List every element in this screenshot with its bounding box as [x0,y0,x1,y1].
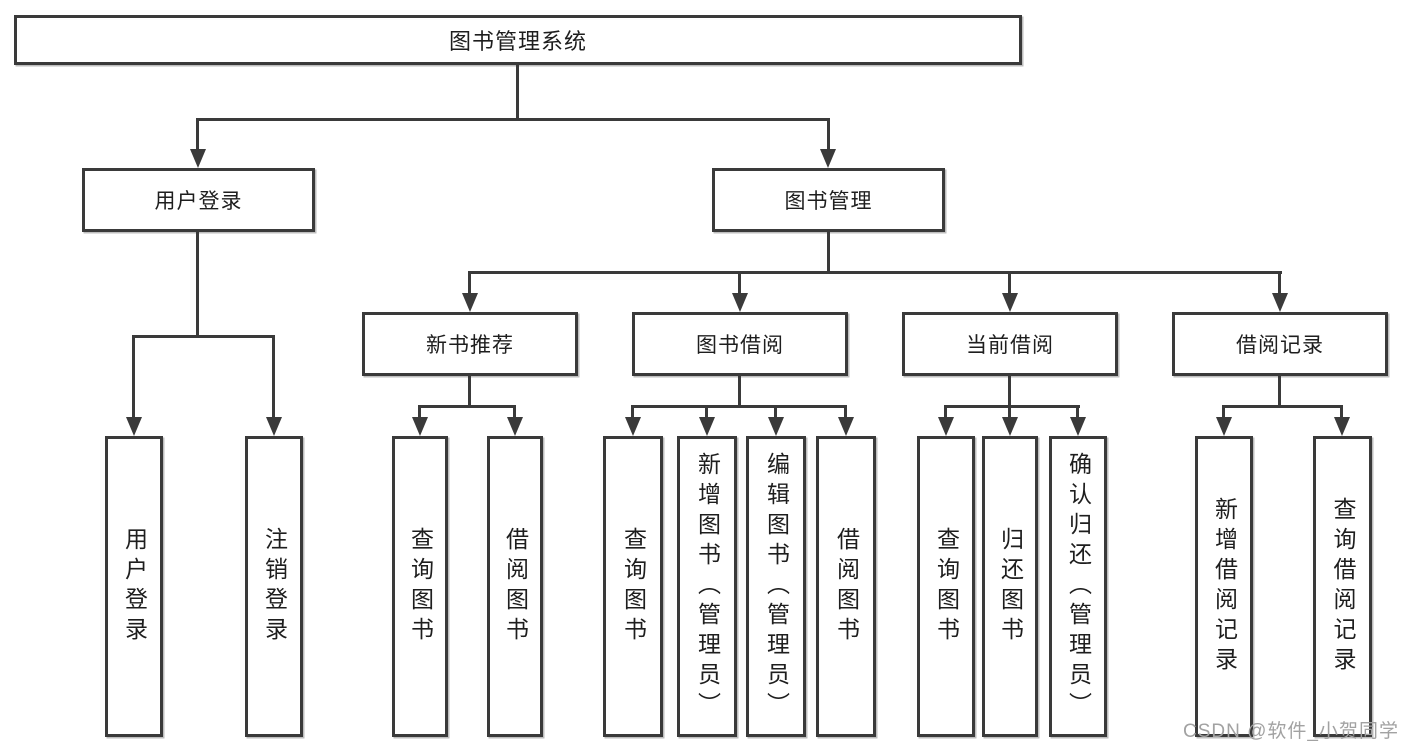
leaf-borrow-books: 借阅图书 [816,436,876,737]
connector-drop [738,271,741,296]
arrowhead [1334,417,1350,436]
arrowhead [1070,417,1086,436]
arrowhead [266,417,282,436]
arrowhead [768,417,784,436]
arrowhead [732,293,748,312]
connector-rail [418,405,516,408]
arrowhead [1002,417,1018,436]
leaf-logout: 注销登录 [245,436,303,737]
connector-drop [272,335,275,420]
arrowhead [507,417,523,436]
arrowhead [625,417,641,436]
connector-book-management-stem [827,232,830,271]
connector-drop [1008,405,1011,420]
connector-drop-user-login [196,118,199,151]
node-library-management-system: 图书管理系统 [14,15,1022,65]
arrowhead [938,417,954,436]
connector-rail [631,405,847,408]
connector-stem [468,376,471,405]
leaf-borrow-books: 借阅图书 [487,436,543,737]
connector-drop [1008,271,1011,296]
arrowhead [1272,293,1288,312]
connector-drop [774,405,777,420]
arrowhead [1216,417,1232,436]
connector-drop [468,271,471,296]
connector-drop [1222,405,1225,420]
connector-drop [418,405,421,420]
arrowhead [462,293,478,312]
leaf-add-borrow-record: 新增借阅记录 [1195,436,1253,737]
leaf-add-books-admin: 新增图书（管理员） [677,436,737,737]
connector-root-stem [516,65,519,118]
arrowhead [190,149,206,168]
connector-drop [944,405,947,420]
arrowhead [412,417,428,436]
connector-drop [1340,405,1343,420]
connector-user-login-stem [196,232,199,335]
arrowhead [126,417,142,436]
arrowhead [820,149,836,168]
connector-drop-book-management [827,118,830,151]
connector-rail [1222,405,1343,408]
connector-rail [944,405,1080,408]
node-borrowing-records: 借阅记录 [1172,312,1388,376]
node-current-borrowing: 当前借阅 [902,312,1118,376]
leaf-query-books: 查询图书 [917,436,975,737]
arrowhead [838,417,854,436]
connector-level1-rail [196,118,830,121]
node-user-login: 用户登录 [82,168,315,232]
connector-user-login-rail [132,335,275,338]
csdn-watermark: CSDN @软件_小贺同学 [1183,721,1399,742]
connector-stem [738,376,741,405]
leaf-return-books: 归还图书 [982,436,1038,737]
leaf-query-books: 查询图书 [603,436,663,737]
node-book-management: 图书管理 [712,168,945,232]
node-book-borrowing: 图书借阅 [632,312,848,376]
connector-stem [1278,376,1281,407]
connector-drop [1076,405,1079,420]
leaf-query-books: 查询图书 [392,436,448,737]
node-new-book-recommendation: 新书推荐 [362,312,578,376]
connector-drop [1278,271,1281,296]
leaf-edit-books-admin: 编辑图书（管理员） [746,436,806,737]
connector-level3-rail [468,271,1282,274]
connector-drop [705,405,708,420]
connector-drop [513,405,516,420]
leaf-query-borrow-record: 查询借阅记录 [1313,436,1372,737]
arrowhead [1002,293,1018,312]
connector-drop [844,405,847,420]
leaf-user-login: 用户登录 [105,436,163,737]
arrowhead [699,417,715,436]
connector-drop [631,405,634,420]
leaf-confirm-return-admin: 确认归还（管理员） [1049,436,1107,737]
connector-stem [1008,376,1011,405]
connector-drop [132,335,135,420]
